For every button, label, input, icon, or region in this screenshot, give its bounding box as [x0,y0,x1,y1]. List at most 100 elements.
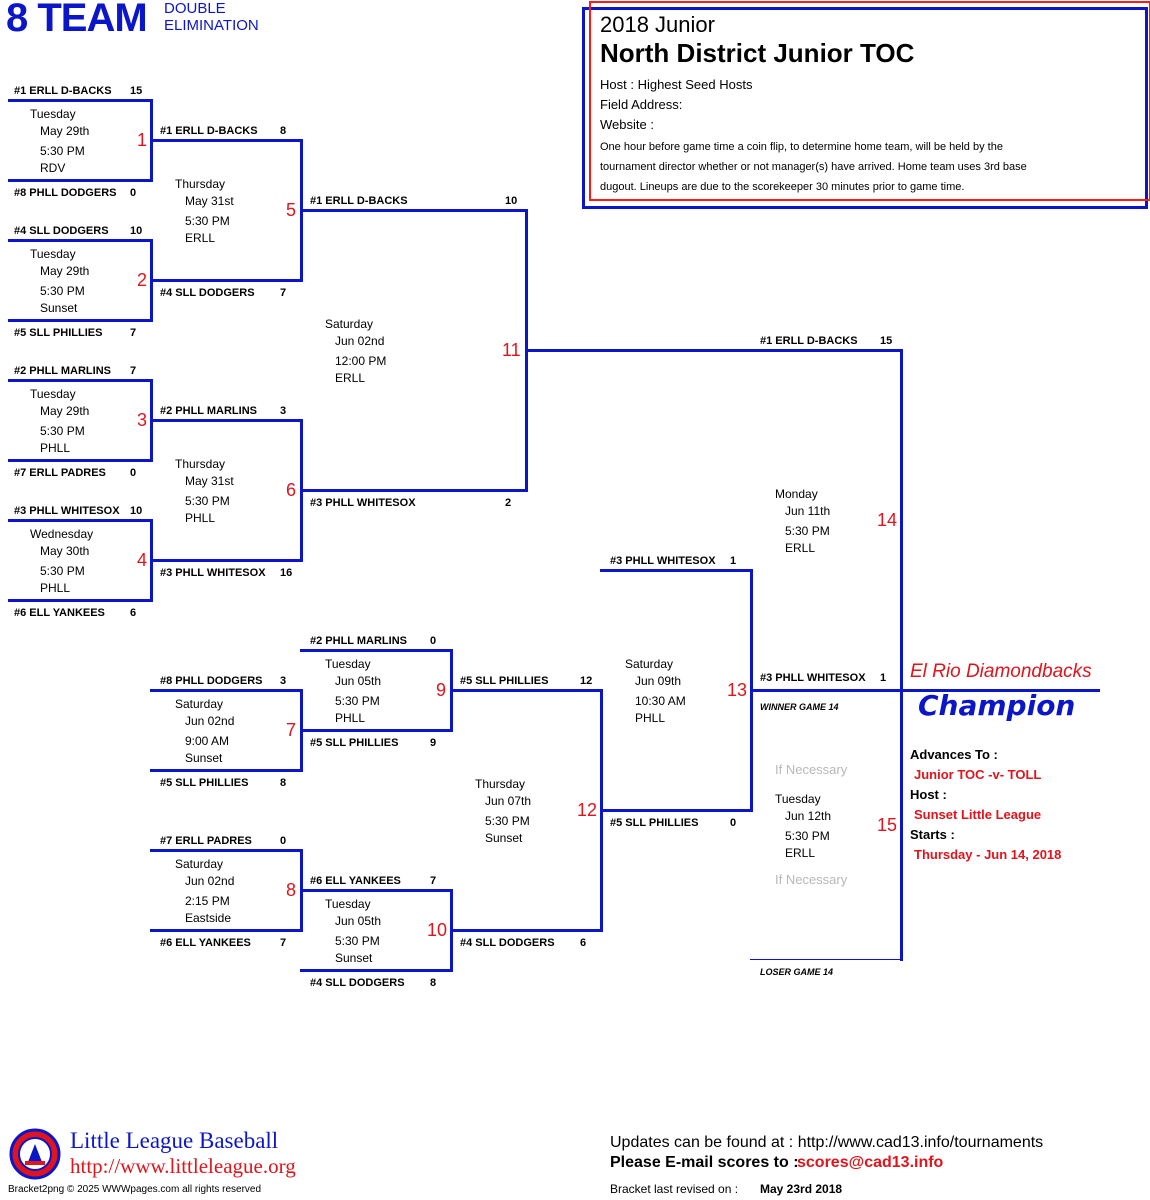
game-day: Wednesday [30,527,94,541]
bracket-line [150,559,303,562]
game-day: Saturday [175,697,224,711]
starts-label: Starts : [910,827,955,842]
game-details: Tuesday Jun 05th 5:30 PM Sunset [325,896,381,967]
team-slot: #5 SLL PHILLIES [14,327,103,339]
champion-team: El Rio Diamondbacks [910,661,1092,682]
game-field: ERLL [335,371,366,385]
team-score: 10 [130,225,143,237]
game-field: Sunset [185,751,223,765]
bracket-line [150,689,303,692]
little-league-logo-icon [9,1128,61,1180]
game-time: 5:30 PM [40,284,85,298]
champion-banner: Champion [918,689,1076,722]
game-details: Monday Jun 11th 5:30 PM ERLL [775,486,830,557]
team-score: 7 [430,875,437,887]
bracket-line [525,349,903,352]
bracket-line [300,489,528,492]
game-time: 5:30 PM [40,424,85,438]
game-time: 5:30 PM [40,564,85,578]
copyright-notice: Bracket2png © 2025 WWWpages.com all righ… [8,1184,262,1195]
game-details: Tuesday May 29th 5:30 PM Sunset [30,246,89,317]
team-slot: #3 PHLL WHITESOX [160,567,266,579]
updates-link[interactable]: Updates can be found at : http://www.cad… [610,1134,1044,1151]
game-time: 5:30 PM [785,524,830,538]
game-time: 5:30 PM [335,934,380,948]
game-details: Thursday May 31st 5:30 PM PHLL [175,456,234,527]
tournament-website: Website : [600,117,654,132]
game-time: 5:30 PM [40,144,85,158]
team-slot: #3 PHLL WHITESOX [310,497,416,509]
game-details: Thursday May 31st 5:30 PM ERLL [175,176,234,247]
game-day: Tuesday [325,657,371,671]
game-number: 12 [577,800,598,820]
if-necessary-label: If Necessary [775,872,848,887]
game-field: PHLL [40,581,71,595]
game-day: Thursday [175,457,226,471]
game-time: 12:00 PM [335,354,387,368]
bracket-format-title: 8 TEAM [6,0,148,40]
bracket-line [150,419,303,422]
bracket-line [8,519,153,522]
subtitle-line-1: DOUBLE [164,0,226,17]
game-day: Tuesday [30,107,76,121]
bracket-line [150,139,303,142]
game-date: Jun 12th [785,809,832,823]
game-details: Tuesday Jun 12th 5:30 PM ERLL [775,791,831,862]
tournament-info-frame [582,7,1148,209]
game-field: ERLL [785,846,816,860]
host-value: Sunset Little League [914,807,1042,822]
game-field: ERLL [785,541,816,555]
game-number: 11 [502,340,521,360]
game-details: Tuesday May 29th 5:30 PM RDV [30,106,89,177]
game-date: May 29th [40,264,90,278]
bracket-line [750,689,1100,692]
game-number: 1 [137,130,148,150]
email-link[interactable]: scores@cad13.info [797,1154,944,1171]
game-number: 6 [286,480,297,500]
team-score: 16 [280,567,293,579]
game-date: Jun 02nd [185,874,235,888]
advances-label: Advances To : [910,747,998,762]
bracket-line [300,209,528,212]
game-field: Sunset [485,831,523,845]
game-details: Saturday Jun 02nd 2:15 PM Eastside [175,856,234,927]
little-league-name: Little League Baseball [70,1128,279,1153]
team-score: 0 [280,835,287,847]
game-day: Saturday [625,657,674,671]
game-date: Jun 02nd [335,334,385,348]
team-score: 15 [880,335,893,347]
bracket-line [600,569,753,572]
game-number: 4 [137,550,148,570]
game-time: 10:30 AM [635,694,686,708]
team-slot: #7 ERLL PADRES [14,467,106,479]
game-number: 7 [286,720,297,740]
team-slot: #3 PHLL WHITESOX [610,555,716,567]
team-slot: #8 PHLL DODGERS [14,187,117,199]
bracket-line [300,889,453,892]
bracket-line [150,769,303,772]
team-slot: #1 ERLL D-BACKS [14,85,112,97]
team-score: 6 [130,607,137,619]
game-time: 5:30 PM [335,694,380,708]
revised-date: May 23rd 2018 [760,1182,843,1196]
team-score: 3 [280,675,287,687]
bracket-line [8,319,153,322]
little-league-link[interactable]: http://www.littleleague.org [70,1154,296,1178]
bracket-line [8,379,153,382]
team-score: 0 [130,187,137,199]
game-number: 9 [436,680,447,700]
team-slot: #6 ELL YANKEES [14,607,105,619]
game-date: May 29th [40,124,90,138]
team-score: 1 [730,555,737,567]
loser-game-14-label: LOSER GAME 14 [760,967,834,977]
tournament-host: Host : Highest Seed Hosts [600,77,753,92]
team-slot: #5 SLL PHILLIES [460,675,549,687]
team-slot: #4 SLL DODGERS [460,937,555,949]
team-slot: #2 PHLL MARLINS [14,365,111,377]
team-score: 15 [130,85,143,97]
game-details: Tuesday Jun 05th 5:30 PM PHLL [325,656,381,727]
bracket-line [8,459,153,462]
game-date: May 31st [185,474,234,488]
game-number: 10 [427,920,448,940]
team-slot: #2 PHLL MARLINS [310,635,407,647]
